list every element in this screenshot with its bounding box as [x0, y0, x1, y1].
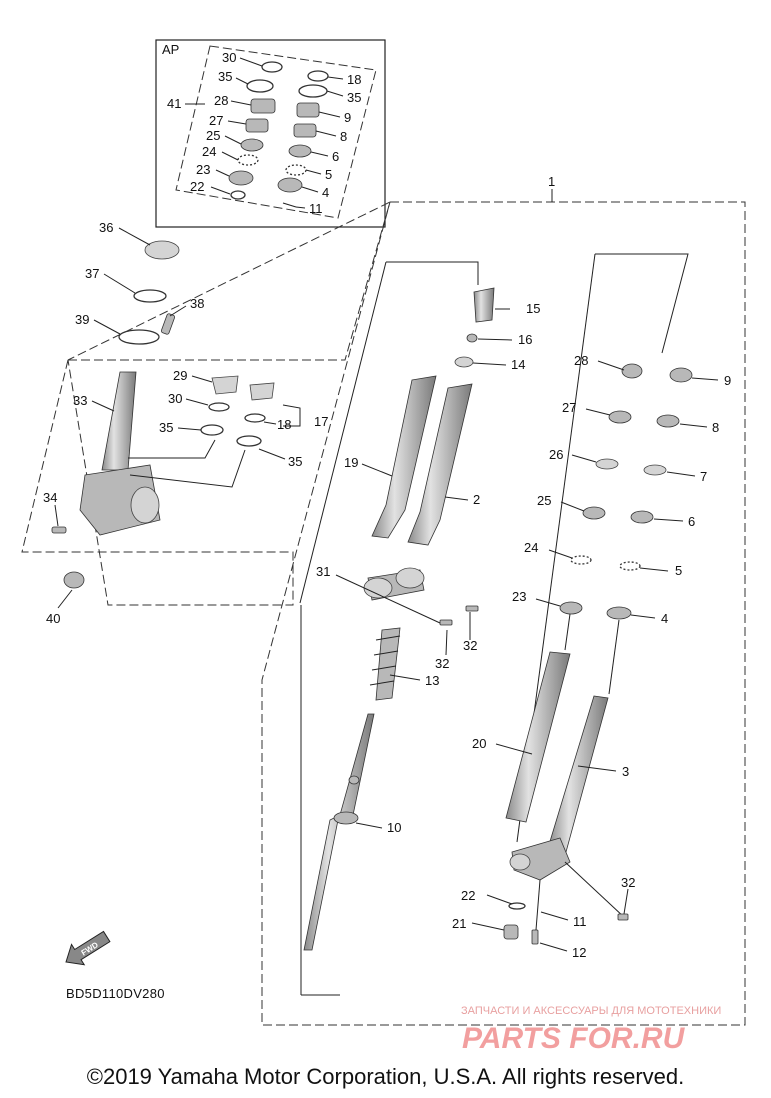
outer-tube-bracket [595, 253, 689, 354]
outer-tube-20 [505, 651, 571, 823]
label-5a: 5 [325, 167, 332, 182]
label-37: 37 [85, 266, 99, 281]
label-7: 7 [700, 469, 707, 484]
label-34: 34 [43, 490, 57, 505]
label-11b: 11 [573, 914, 587, 929]
label-11a: 11 [309, 201, 323, 216]
inner-tube-2 [407, 383, 473, 546]
label-8b: 8 [712, 420, 719, 435]
label-40: 40 [46, 611, 60, 626]
label-16: 16 [518, 332, 532, 347]
label-31: 31 [316, 564, 330, 579]
bearing-36 [144, 240, 180, 260]
label-22a: 22 [190, 179, 204, 194]
outer-tube-3 [547, 695, 609, 853]
label-41: 41 [167, 96, 181, 111]
label-18a: 18 [347, 72, 361, 87]
label-4b: 4 [661, 611, 668, 626]
label-23b: 23 [512, 589, 526, 604]
label-28a: 28 [214, 93, 228, 108]
label-28b: 28 [574, 353, 588, 368]
label-21: 21 [452, 916, 466, 931]
label-30b: 30 [168, 391, 182, 406]
spacer-15 [473, 287, 495, 323]
label-6a: 6 [332, 149, 339, 164]
steering-stem-33 [101, 371, 137, 471]
diagram-code: BD5D110DV280 [66, 986, 165, 1001]
label-23a: 23 [196, 162, 210, 177]
steering-group-outline [67, 201, 391, 361]
label-2: 2 [473, 492, 480, 507]
inner-tube-19 [371, 375, 437, 539]
label-26: 26 [549, 447, 563, 462]
label-22b: 22 [461, 888, 475, 903]
assembly-1-outline [261, 201, 746, 1026]
inner-tube-bracket [386, 261, 479, 285]
watermark-line2: PARTS FOR.RU [462, 1022, 686, 1055]
label-25a: 25 [206, 128, 220, 143]
label-13: 13 [425, 673, 439, 688]
label-30a: 30 [222, 50, 236, 65]
label-35a: 35 [218, 69, 232, 84]
label-9b: 9 [724, 373, 731, 388]
label-33: 33 [73, 393, 87, 408]
label-35c: 35 [159, 420, 173, 435]
label-8a: 8 [340, 129, 347, 144]
label-17: 17 [314, 414, 328, 429]
oring-39 [118, 329, 160, 345]
label-32a: 32 [463, 638, 477, 653]
label-35d: 35 [288, 454, 302, 469]
label-38: 38 [190, 296, 204, 311]
label-24a: 24 [202, 144, 216, 159]
label-36: 36 [99, 220, 113, 235]
label-20: 20 [472, 736, 486, 751]
label-39: 39 [75, 312, 89, 327]
label-10: 10 [387, 820, 401, 835]
label-9a: 9 [344, 110, 351, 125]
ap-kit-outline [175, 45, 377, 219]
ap-leaders [185, 57, 344, 209]
label-5b: 5 [675, 563, 682, 578]
fwd-arrow-icon: FWD [65, 930, 111, 966]
label-12: 12 [572, 945, 586, 960]
label-24b: 24 [524, 540, 538, 555]
label-27a: 27 [209, 113, 223, 128]
cap-29 [211, 375, 239, 395]
screw-34 [51, 526, 67, 534]
ap-kit-box [155, 39, 386, 228]
label-29: 29 [173, 368, 187, 383]
cap-17 [249, 382, 275, 401]
label-15: 15 [526, 301, 540, 316]
label-35b: 35 [347, 90, 361, 105]
main-leaders [54, 227, 719, 952]
label-6b: 6 [688, 514, 695, 529]
cap-40 [63, 571, 85, 589]
label-4a: 4 [322, 185, 329, 200]
spring-13 [375, 627, 401, 701]
label-27b: 27 [562, 400, 576, 415]
watermark-line1: ЗАПЧАСТИ И АКСЕССУАРЫ ДЛЯ МОТОТЕХНИКИ [461, 1005, 721, 1017]
label-32b: 32 [435, 656, 449, 671]
label-32c: 32 [621, 875, 635, 890]
bolt-38 [160, 313, 176, 335]
ap-label: AP [162, 42, 179, 57]
piece-21 [503, 924, 519, 940]
label-1: 1 [548, 174, 555, 189]
label-25b: 25 [537, 493, 551, 508]
damper-rod-10 [303, 713, 375, 951]
label-19: 19 [344, 455, 358, 470]
label-14: 14 [511, 357, 525, 372]
dust-seal-37 [133, 289, 167, 303]
label-3: 3 [622, 764, 629, 779]
label-18b: 18 [277, 417, 291, 432]
copyright-notice: ©2019 Yamaha Motor Corporation, U.S.A. A… [86, 1064, 685, 1089]
